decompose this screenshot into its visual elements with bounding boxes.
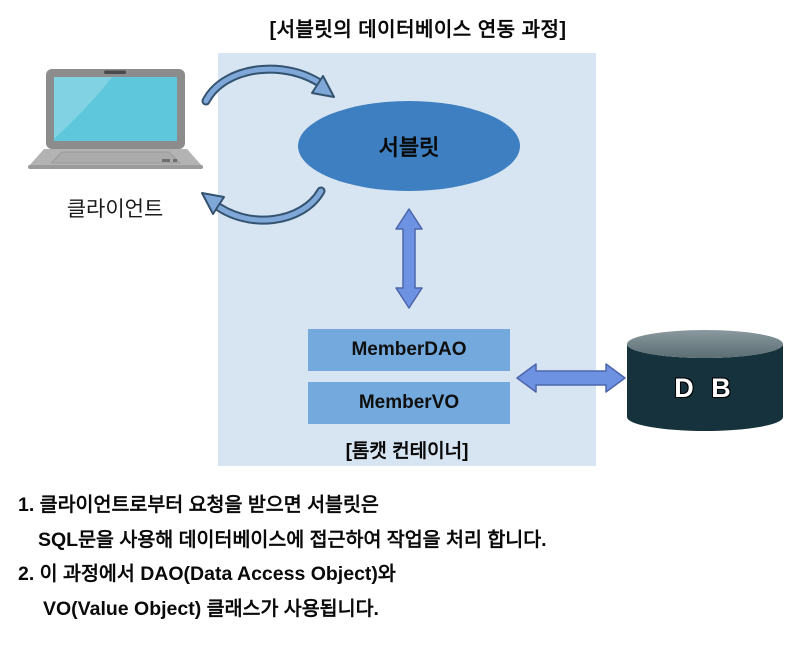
note-line-1: 1. 클라이언트로부터 요청을 받으면 서블릿은	[18, 494, 379, 516]
memberdao-label: MemberDAO	[351, 339, 467, 360]
note-line-3: 2. 이 과정에서 DAO(Data Access Object)와	[18, 563, 396, 585]
db-label: D B	[674, 373, 736, 403]
servlet-node: 서블릿	[298, 101, 520, 191]
note-line-4: VO(Value Object) 클래스가 사용됩니다.	[43, 597, 379, 620]
membervo-box: MemberVO	[308, 382, 510, 424]
servlet-node-label: 서블릿	[378, 135, 440, 160]
memberdao-box: MemberDAO	[308, 329, 510, 371]
laptop-icon	[28, 69, 203, 169]
tomcat-container-label: [톰캣 컨테이너]	[345, 441, 469, 462]
servlet-db-diagram: 서블릿 MemberDAO MemberVO	[28, 53, 783, 466]
membervo-label: MemberVO	[358, 392, 460, 413]
note-line-2: SQL문을 사용해 데이터베이스에 접근하여 작업을 처리 합니다.	[38, 528, 547, 551]
client-label: 클라이언트	[66, 198, 164, 221]
page-title: [서블릿의 데이터베이스 연동 과정]	[269, 19, 567, 41]
explanation-notes: 1. 클라이언트로부터 요청을 받으면 서블릿은 SQL문을 사용해 데이터베이…	[18, 488, 788, 626]
